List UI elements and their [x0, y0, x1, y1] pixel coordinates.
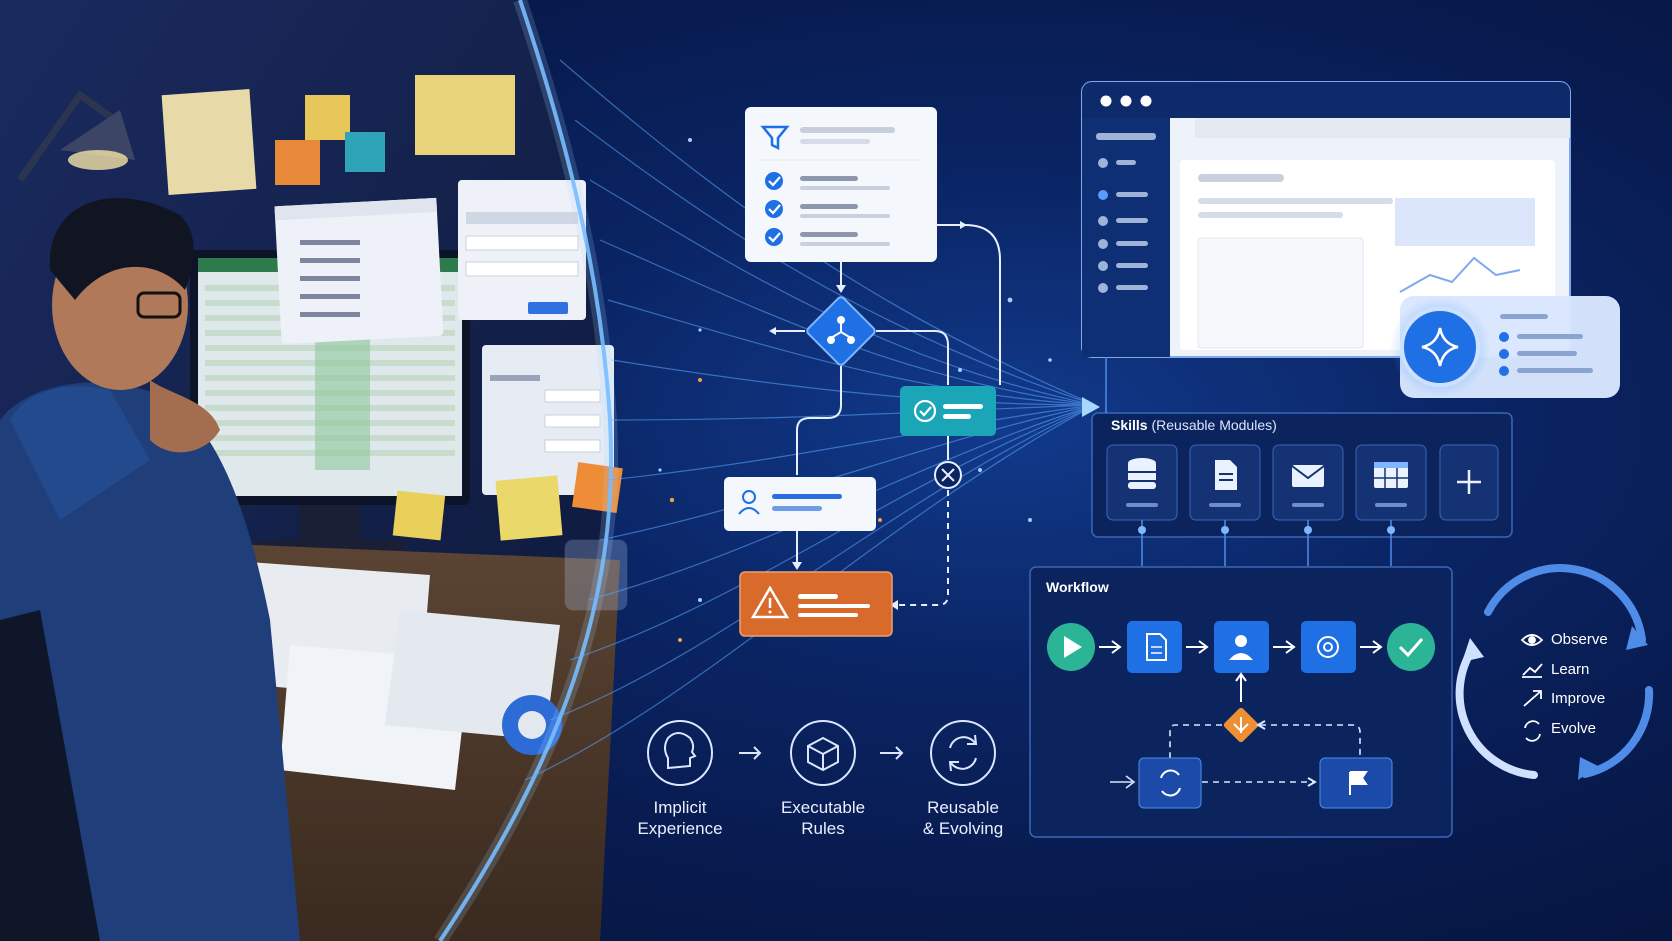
improvement-cycle — [1455, 564, 1654, 780]
skills-subtitle: (Reusable Modules) — [1151, 417, 1277, 433]
flag-icon — [1349, 771, 1368, 795]
eye-icon — [1520, 634, 1544, 646]
skill-module-add — [1439, 444, 1499, 521]
stage-circle — [930, 720, 996, 786]
workflow-step-loop — [1138, 757, 1202, 809]
skill-module — [1106, 444, 1178, 521]
warning-card — [739, 571, 893, 637]
trend-icon — [1522, 663, 1543, 676]
user-icon — [742, 490, 756, 504]
workflow-step-document — [1127, 621, 1182, 673]
database-icon — [1128, 458, 1156, 489]
skills-panel — [1091, 357, 1513, 566]
check-circle-icon — [913, 399, 937, 423]
branch-icon — [827, 316, 855, 344]
skill-module — [1272, 444, 1344, 521]
cycle-label-evolve: Evolve — [1551, 720, 1597, 737]
sparkle-icon — [1421, 327, 1459, 367]
workflow-step-settings — [1301, 621, 1356, 673]
complete-check-icon — [1387, 623, 1435, 671]
check-circle-icon — [765, 172, 783, 190]
floating-window-small — [482, 345, 614, 495]
skills-title-text: Skills — [1111, 417, 1148, 433]
skill-module — [1189, 444, 1261, 521]
decision-diamond — [806, 296, 876, 366]
plus-icon — [1457, 470, 1481, 494]
workflow-decision — [1223, 707, 1259, 743]
approval-card — [900, 386, 996, 436]
user-card — [724, 477, 876, 531]
flowchart — [724, 107, 1001, 637]
sticky-note — [275, 140, 320, 185]
sticky-note — [345, 132, 385, 172]
cube-icon — [807, 736, 839, 772]
workflow-step-user — [1214, 621, 1269, 673]
head-icon — [664, 732, 697, 770]
table-icon — [1374, 462, 1408, 488]
document-icon — [1146, 633, 1167, 661]
check-circle-icon — [765, 200, 783, 218]
checklist-card — [745, 107, 937, 262]
stage-label-implicit: Implicit Experience — [637, 798, 723, 838]
lamp — [60, 110, 135, 160]
mail-icon — [1292, 465, 1324, 487]
stage-icons — [647, 720, 996, 786]
refresh-icon — [949, 736, 977, 770]
sticky-note — [415, 75, 515, 155]
stage-circle — [647, 720, 713, 786]
filter-icon — [760, 125, 790, 151]
check-circle-icon — [765, 228, 783, 246]
workflow-title: Workflow — [1046, 579, 1109, 595]
warning-icon — [750, 585, 790, 619]
floating-checklist-window — [274, 197, 444, 344]
office-scene — [0, 0, 628, 941]
floating-form-window — [458, 180, 586, 320]
arrow-up-right-icon — [1523, 690, 1542, 707]
sticky-note — [161, 89, 257, 195]
workflow-step-flag — [1319, 757, 1393, 809]
cycle-label-observe: Observe — [1551, 631, 1608, 648]
gear-icon — [1317, 636, 1339, 658]
app-window — [1081, 81, 1571, 358]
workflow-panel — [1029, 566, 1453, 838]
ai-assistant-bubble — [1390, 296, 1620, 398]
play-icon — [1047, 623, 1095, 671]
stage-label-reusable: Reusable & Evolving — [922, 798, 1004, 838]
chair — [0, 610, 100, 941]
reject-icon — [934, 461, 962, 489]
cycle-label-learn: Learn — [1551, 661, 1590, 678]
user-icon — [1235, 635, 1247, 647]
glow-divider — [438, 0, 614, 941]
sticky-note — [305, 95, 350, 140]
cycle-label-improve: Improve — [1551, 690, 1606, 707]
stage-label-executable: Executable Rules — [780, 798, 866, 838]
refresh-icon — [1160, 769, 1181, 797]
person — [0, 198, 300, 941]
skill-module — [1355, 444, 1427, 521]
refresh-icon — [1524, 720, 1541, 742]
skills-title: Skills (Reusable Modules) — [1111, 417, 1277, 433]
converge-arrow — [1082, 397, 1100, 417]
stage-circle — [790, 720, 856, 786]
